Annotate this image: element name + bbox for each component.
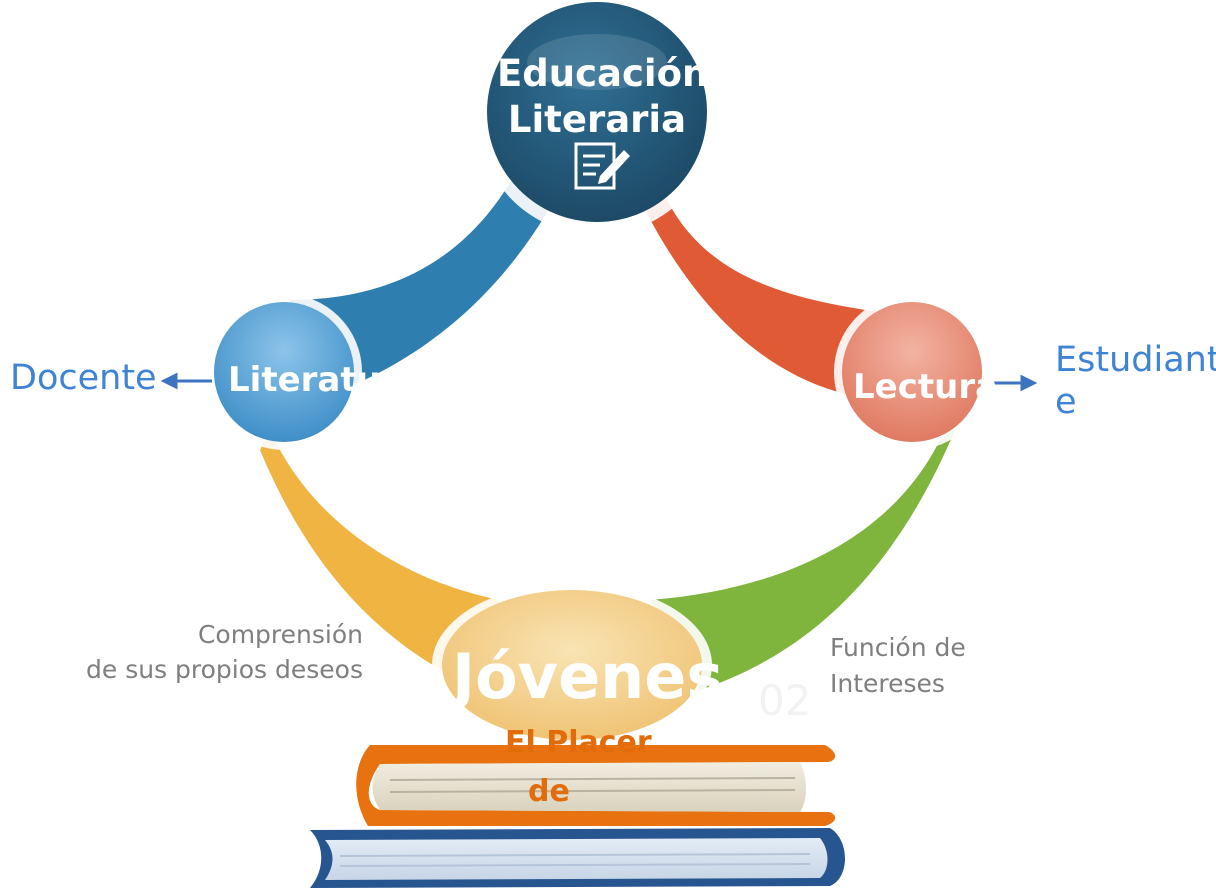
- arc-top-left: [290, 165, 560, 395]
- note-left-line2: de sus propios deseos: [86, 655, 363, 684]
- right-node-label: Lectura: [853, 367, 999, 407]
- book-title-line2: de: [528, 774, 570, 809]
- note-left-line1: Comprensión: [197, 620, 363, 649]
- arc-bottom-left: [260, 430, 500, 680]
- book-top-cover: [356, 745, 836, 826]
- book-title-line1: El Placer: [505, 725, 652, 760]
- bottom-node-suffix: 02: [758, 676, 812, 725]
- docente-label: Docente: [10, 358, 157, 398]
- note-right-line1: Función de: [830, 633, 966, 662]
- estudiante-label-line2: e: [1055, 382, 1077, 422]
- left-node-circle: [214, 302, 354, 442]
- left-node-label: Literatura: [228, 360, 421, 400]
- bottom-node-ellipse: [442, 590, 702, 740]
- top-node-title-line2: Literaria: [507, 98, 687, 141]
- bottom-node-label: Jóvenes: [452, 640, 724, 713]
- right-arrow: [990, 374, 1038, 392]
- right-node-circle: [842, 302, 982, 442]
- book-stack: [310, 745, 845, 888]
- top-node-title-line1: Educación: [497, 52, 709, 95]
- arc-bottom-right: [650, 430, 955, 690]
- left-arrow: [160, 372, 212, 390]
- note-right-line2: Intereses: [830, 669, 945, 698]
- document-pen-icon: [574, 142, 630, 190]
- top-node-circle: [487, 2, 707, 222]
- estudiante-label-line1: Estudiant: [1055, 340, 1216, 380]
- arc-top-right: [640, 185, 900, 400]
